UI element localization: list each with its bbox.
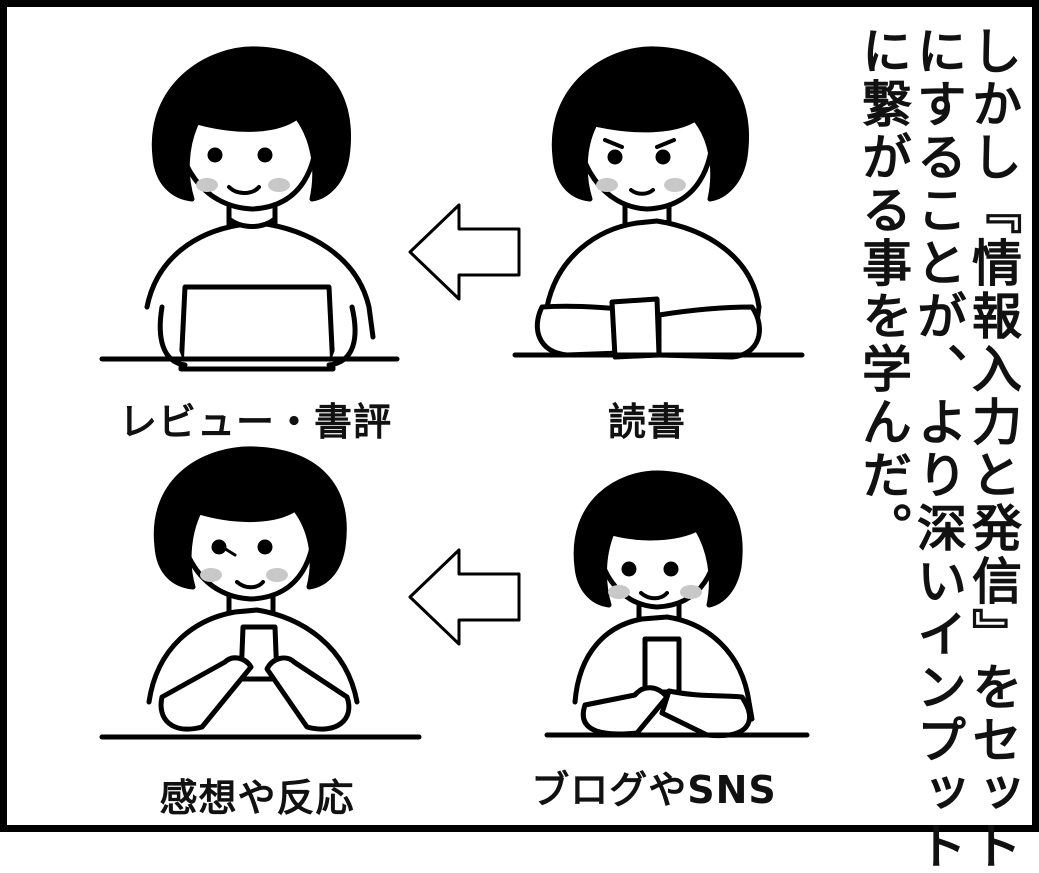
narration-line-2: にすることが、より深いインプット — [909, 25, 967, 873]
figure-laptop-woman — [99, 46, 400, 372]
caption-reading: 読書 — [607, 400, 686, 444]
caption-review: レビュー・書評 — [119, 400, 393, 444]
arrow-left-icon — [408, 548, 521, 646]
figure-reading-woman — [512, 46, 805, 360]
caption-blog-sns: ブログやSNS — [531, 768, 777, 812]
illustration — [99, 46, 810, 740]
narration-line-3: に繋がる事を学んだ。 — [854, 25, 912, 555]
narration-line-1: しかし『情報入力と発信』をセット — [964, 25, 1022, 873]
figure-phone-woman — [544, 470, 810, 739]
arrow-left-icon — [408, 203, 521, 301]
figure-reacting-woman — [99, 446, 422, 740]
caption-reaction: 感想や反応 — [159, 776, 355, 820]
